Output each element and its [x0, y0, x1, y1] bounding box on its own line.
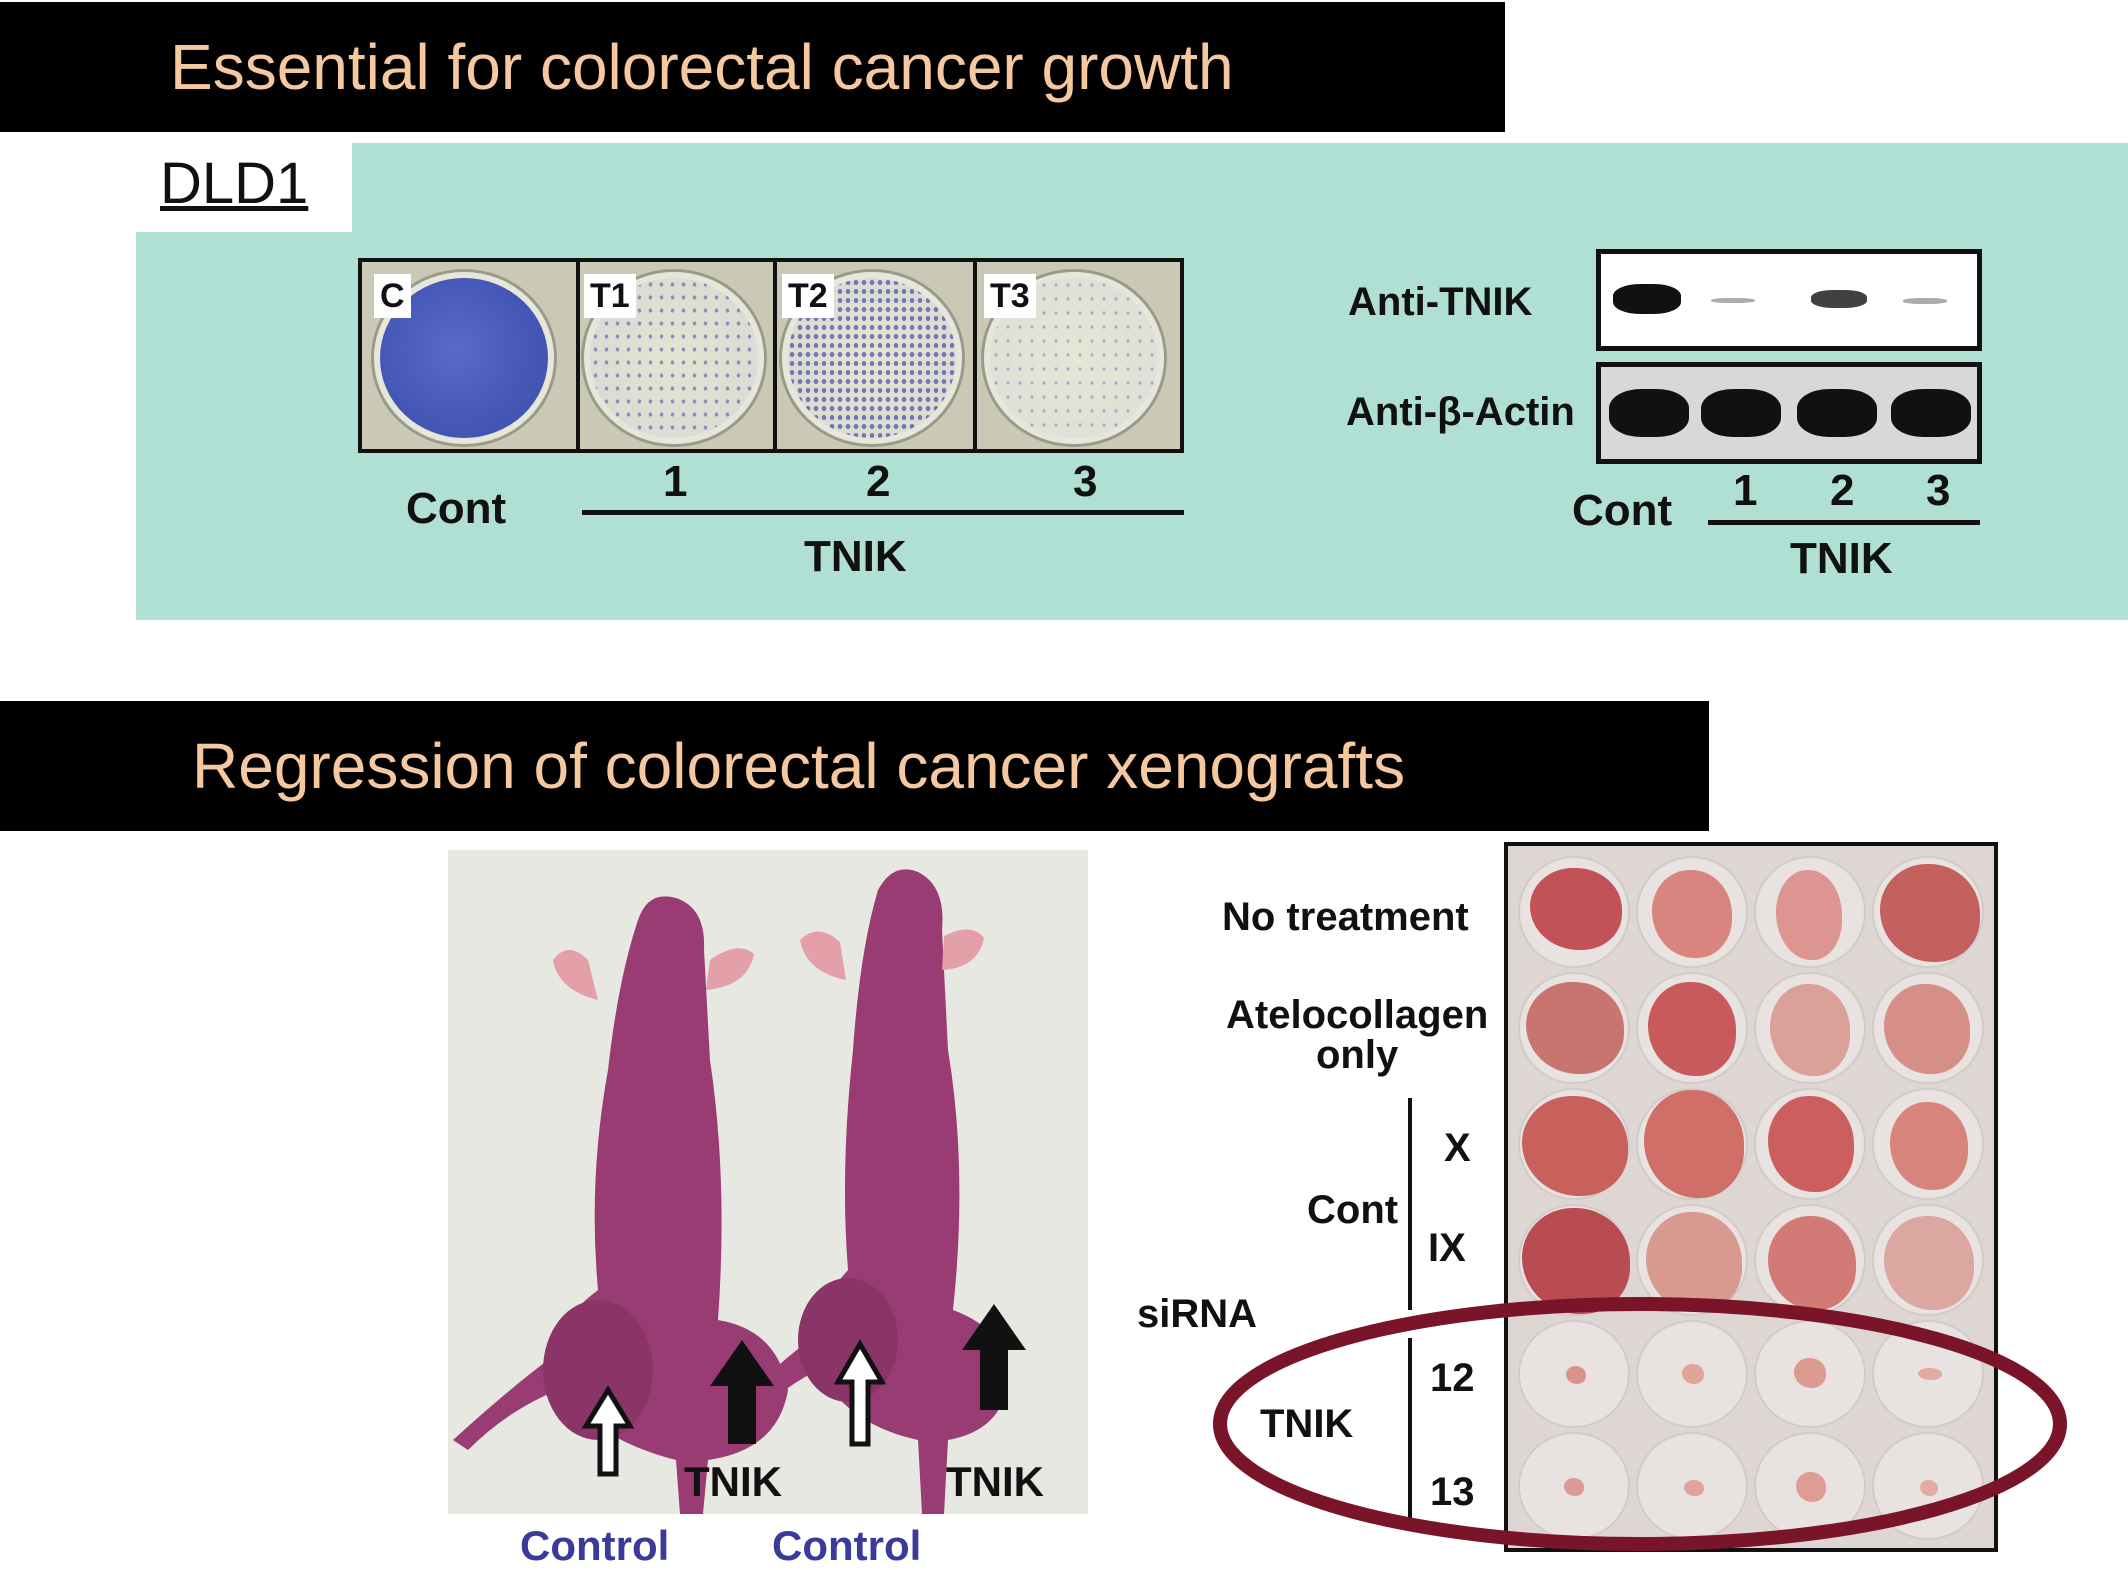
banner-top-text: Essential for colorectal cancer growth [170, 31, 1234, 103]
blot-lane-cont: Cont [1572, 486, 1673, 535]
dish-xlabel-1: 1 [663, 457, 688, 506]
plate-label-cont: Cont [1307, 1188, 1399, 1232]
tumor-plate [1504, 842, 1998, 1552]
blot-group-line [1708, 520, 1980, 525]
dish-label-t1: T1 [584, 274, 636, 318]
blot-lane-3: 3 [1926, 466, 1951, 515]
plate-label-sirna: siRNA [1137, 1292, 1258, 1336]
blot-group-label: TNIK [1790, 534, 1893, 583]
mouse-label-tnik-right: TNIK [946, 1458, 1044, 1505]
blot-lane-1: 1 [1733, 466, 1758, 515]
colony-dish-strip: C T1 T2 T3 [358, 258, 1184, 453]
dish-label-t3: T3 [984, 274, 1036, 318]
mouse-illustration [453, 869, 1026, 1514]
tnik-highlight-ellipse [1213, 1297, 2067, 1551]
plate-label-tnik: TNIK [1260, 1402, 1354, 1446]
dish-xlabel-cont: Cont [406, 484, 507, 533]
open-arrow-left [581, 1385, 635, 1477]
banner-bottom: Regression of colorectal cancer xenograf… [0, 701, 1709, 831]
plate-cont-bracket [1408, 1098, 1412, 1310]
filled-arrow-left [710, 1340, 774, 1444]
dish-t1 [584, 272, 764, 444]
plate-label-only: only [1316, 1033, 1399, 1077]
blot-row-label-tnik: Anti-TNIK [1348, 280, 1533, 324]
blot-lane-2: 2 [1830, 466, 1855, 515]
open-arrow-right [833, 1339, 887, 1447]
plate-tnik-bracket [1408, 1338, 1412, 1524]
cell-line-label: DLD1 [160, 151, 309, 216]
plate-label-no-treatment: No treatment [1222, 895, 1469, 939]
panel-a-header-strip [352, 143, 2128, 238]
mouse-photo: TNIK TNIK [448, 850, 1088, 1514]
dish-xlabel-2: 2 [866, 457, 891, 506]
plate-label-x: X [1444, 1126, 1471, 1170]
banner-top: Essential for colorectal cancer growth [0, 2, 1505, 132]
plate-label-13: 13 [1430, 1470, 1475, 1514]
plate-label-ix: IX [1428, 1226, 1466, 1270]
blot-actin [1596, 362, 1982, 464]
dish-xlabel-3: 3 [1073, 457, 1098, 506]
filled-arrow-right [962, 1304, 1026, 1410]
plate-label-atelocollagen: Atelocollagen [1226, 993, 1489, 1037]
mouse-label-control-left: Control [520, 1522, 670, 1569]
blot-tnik [1596, 249, 1982, 351]
dish-label-c: C [374, 274, 411, 318]
banner-bottom-text: Regression of colorectal cancer xenograf… [192, 730, 1406, 802]
plate-wells [1518, 856, 1984, 1540]
mouse-label-control-right: Control [772, 1522, 922, 1569]
dish-label-t2: T2 [782, 274, 834, 318]
dish-group-line [582, 510, 1184, 515]
plate-label-12: 12 [1430, 1356, 1475, 1400]
blot-row-label-actin: Anti-β-Actin [1346, 390, 1575, 434]
mouse-label-tnik-left: TNIK [684, 1458, 782, 1505]
dish-group-label: TNIK [804, 532, 907, 581]
